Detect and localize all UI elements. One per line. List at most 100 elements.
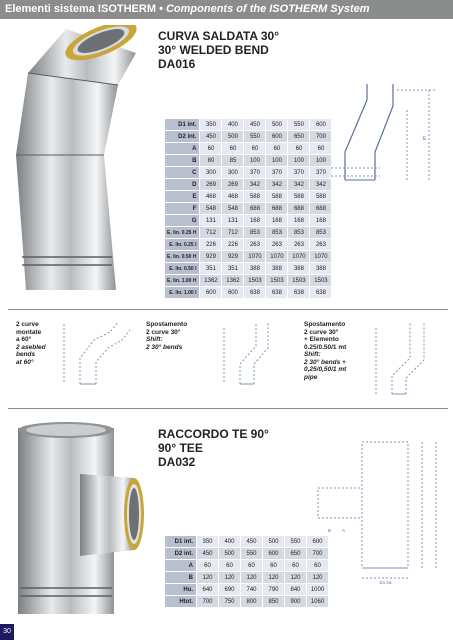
bend-cell: 853 bbox=[266, 227, 288, 238]
bend-cell: 500 bbox=[222, 131, 244, 142]
bend-cell: 548 bbox=[222, 203, 244, 214]
tee-cell: 120 bbox=[285, 572, 306, 583]
divider bbox=[8, 309, 448, 310]
bend-cell: 388 bbox=[244, 263, 266, 274]
tee-drawing-label-d1: D1 int. bbox=[379, 580, 392, 585]
tee-row-label: B bbox=[165, 572, 196, 583]
bend-code: DA016 bbox=[158, 57, 196, 71]
bend-cell: 468 bbox=[222, 191, 244, 202]
tee-cell: 120 bbox=[307, 572, 328, 583]
tee-drawing-label-a: A bbox=[342, 528, 345, 533]
tee-cell: 60 bbox=[307, 560, 328, 571]
bend-cell: 712 bbox=[200, 227, 222, 238]
tee-cell: 500 bbox=[263, 536, 284, 547]
tee-cell: 60 bbox=[197, 560, 218, 571]
bend-cell: 700 bbox=[310, 131, 332, 142]
tee-cell: 740 bbox=[241, 584, 262, 595]
bend-cell: 60 bbox=[266, 143, 288, 154]
bend-cell: 638 bbox=[310, 287, 332, 298]
bend-cell: 588 bbox=[244, 191, 266, 202]
page-number: 30 bbox=[0, 624, 14, 640]
bend-cell: 226 bbox=[200, 239, 222, 250]
bend-cell: 1503 bbox=[288, 275, 310, 286]
bend-cell: 269 bbox=[200, 179, 222, 190]
bend-cell: 688 bbox=[266, 203, 288, 214]
bend-cell: 688 bbox=[310, 203, 332, 214]
bend-cell: 60 bbox=[244, 143, 266, 154]
bend-cell: 370 bbox=[310, 167, 332, 178]
bend-cell: 588 bbox=[288, 191, 310, 202]
bend-row-label: E. lin. 1.00 I bbox=[165, 287, 200, 298]
bend-row-label: E. lin. 0.50 I bbox=[165, 263, 200, 274]
bend-cell: 853 bbox=[288, 227, 310, 238]
tee-cell: 120 bbox=[263, 572, 284, 583]
tee-photo bbox=[18, 422, 144, 614]
tee-row-label: Htot. bbox=[165, 596, 196, 607]
bend-cell: 168 bbox=[244, 215, 266, 226]
bend-cell: 168 bbox=[288, 215, 310, 226]
bend-cell: 269 bbox=[222, 179, 244, 190]
tee-cell: 840 bbox=[285, 584, 306, 595]
bend-row-label: E. lin. 1.00 H bbox=[165, 275, 200, 286]
bend-cell: 300 bbox=[222, 167, 244, 178]
bend-cell: 1503 bbox=[310, 275, 332, 286]
bend-row-label: D2 int. bbox=[165, 131, 200, 142]
bend-cell: 388 bbox=[266, 263, 288, 274]
bend-cell: 60 bbox=[310, 143, 332, 154]
bend-row-label: B bbox=[165, 155, 200, 166]
bend-row-label: G bbox=[165, 215, 200, 226]
tee-cell: 700 bbox=[197, 596, 218, 607]
bend-drawing-label-e: E bbox=[423, 136, 427, 142]
tee-cell: 600 bbox=[263, 548, 284, 559]
tee-cell: 60 bbox=[263, 560, 284, 571]
tee-drawing-label-b: B bbox=[328, 528, 331, 533]
bend-cell: 226 bbox=[222, 239, 244, 250]
bend-cell: 550 bbox=[244, 131, 266, 142]
bend-cell: 1070 bbox=[266, 251, 288, 262]
bend-cell: 370 bbox=[266, 167, 288, 178]
bend-cell: 1362 bbox=[200, 275, 222, 286]
bend-row-label: F bbox=[165, 203, 200, 214]
bend-cell: 500 bbox=[266, 119, 288, 130]
tee-cell: 700 bbox=[307, 548, 328, 559]
shift-bends-pipe-drawing bbox=[375, 322, 425, 395]
bend-cell: 600 bbox=[310, 119, 332, 130]
tee-cell: 60 bbox=[219, 560, 240, 571]
bend-cell: 342 bbox=[266, 179, 288, 190]
bend-row-label: E. lin. 0.50 H bbox=[165, 251, 200, 262]
bend-title-en: 30° WELDED BEND bbox=[158, 43, 269, 57]
tee-row-label: D1 int. bbox=[165, 536, 196, 547]
bend-row-label: E. lin. 0.25 H bbox=[165, 227, 200, 238]
tee-cell: 750 bbox=[219, 596, 240, 607]
bend-cell: 712 bbox=[222, 227, 244, 238]
bend-cell: 85 bbox=[222, 155, 244, 166]
header-title-italic: Components of the ISOTHERM System bbox=[165, 3, 370, 15]
bend-cell: 468 bbox=[200, 191, 222, 202]
bend-cell: 1070 bbox=[288, 251, 310, 262]
bend-cell: 263 bbox=[288, 239, 310, 250]
tee-cell: 550 bbox=[241, 548, 262, 559]
bend-photo bbox=[16, 25, 137, 290]
tee-cell: 550 bbox=[285, 536, 306, 547]
bend-cell: 263 bbox=[244, 239, 266, 250]
bend-cell: 168 bbox=[310, 215, 332, 226]
bend-cell: 638 bbox=[266, 287, 288, 298]
bend-cell: 100 bbox=[288, 155, 310, 166]
bend-cell: 342 bbox=[288, 179, 310, 190]
bend-cell: 1362 bbox=[222, 275, 244, 286]
bend-cell: 600 bbox=[200, 287, 222, 298]
tee-technical-drawing: D1 int. B A bbox=[317, 441, 437, 585]
